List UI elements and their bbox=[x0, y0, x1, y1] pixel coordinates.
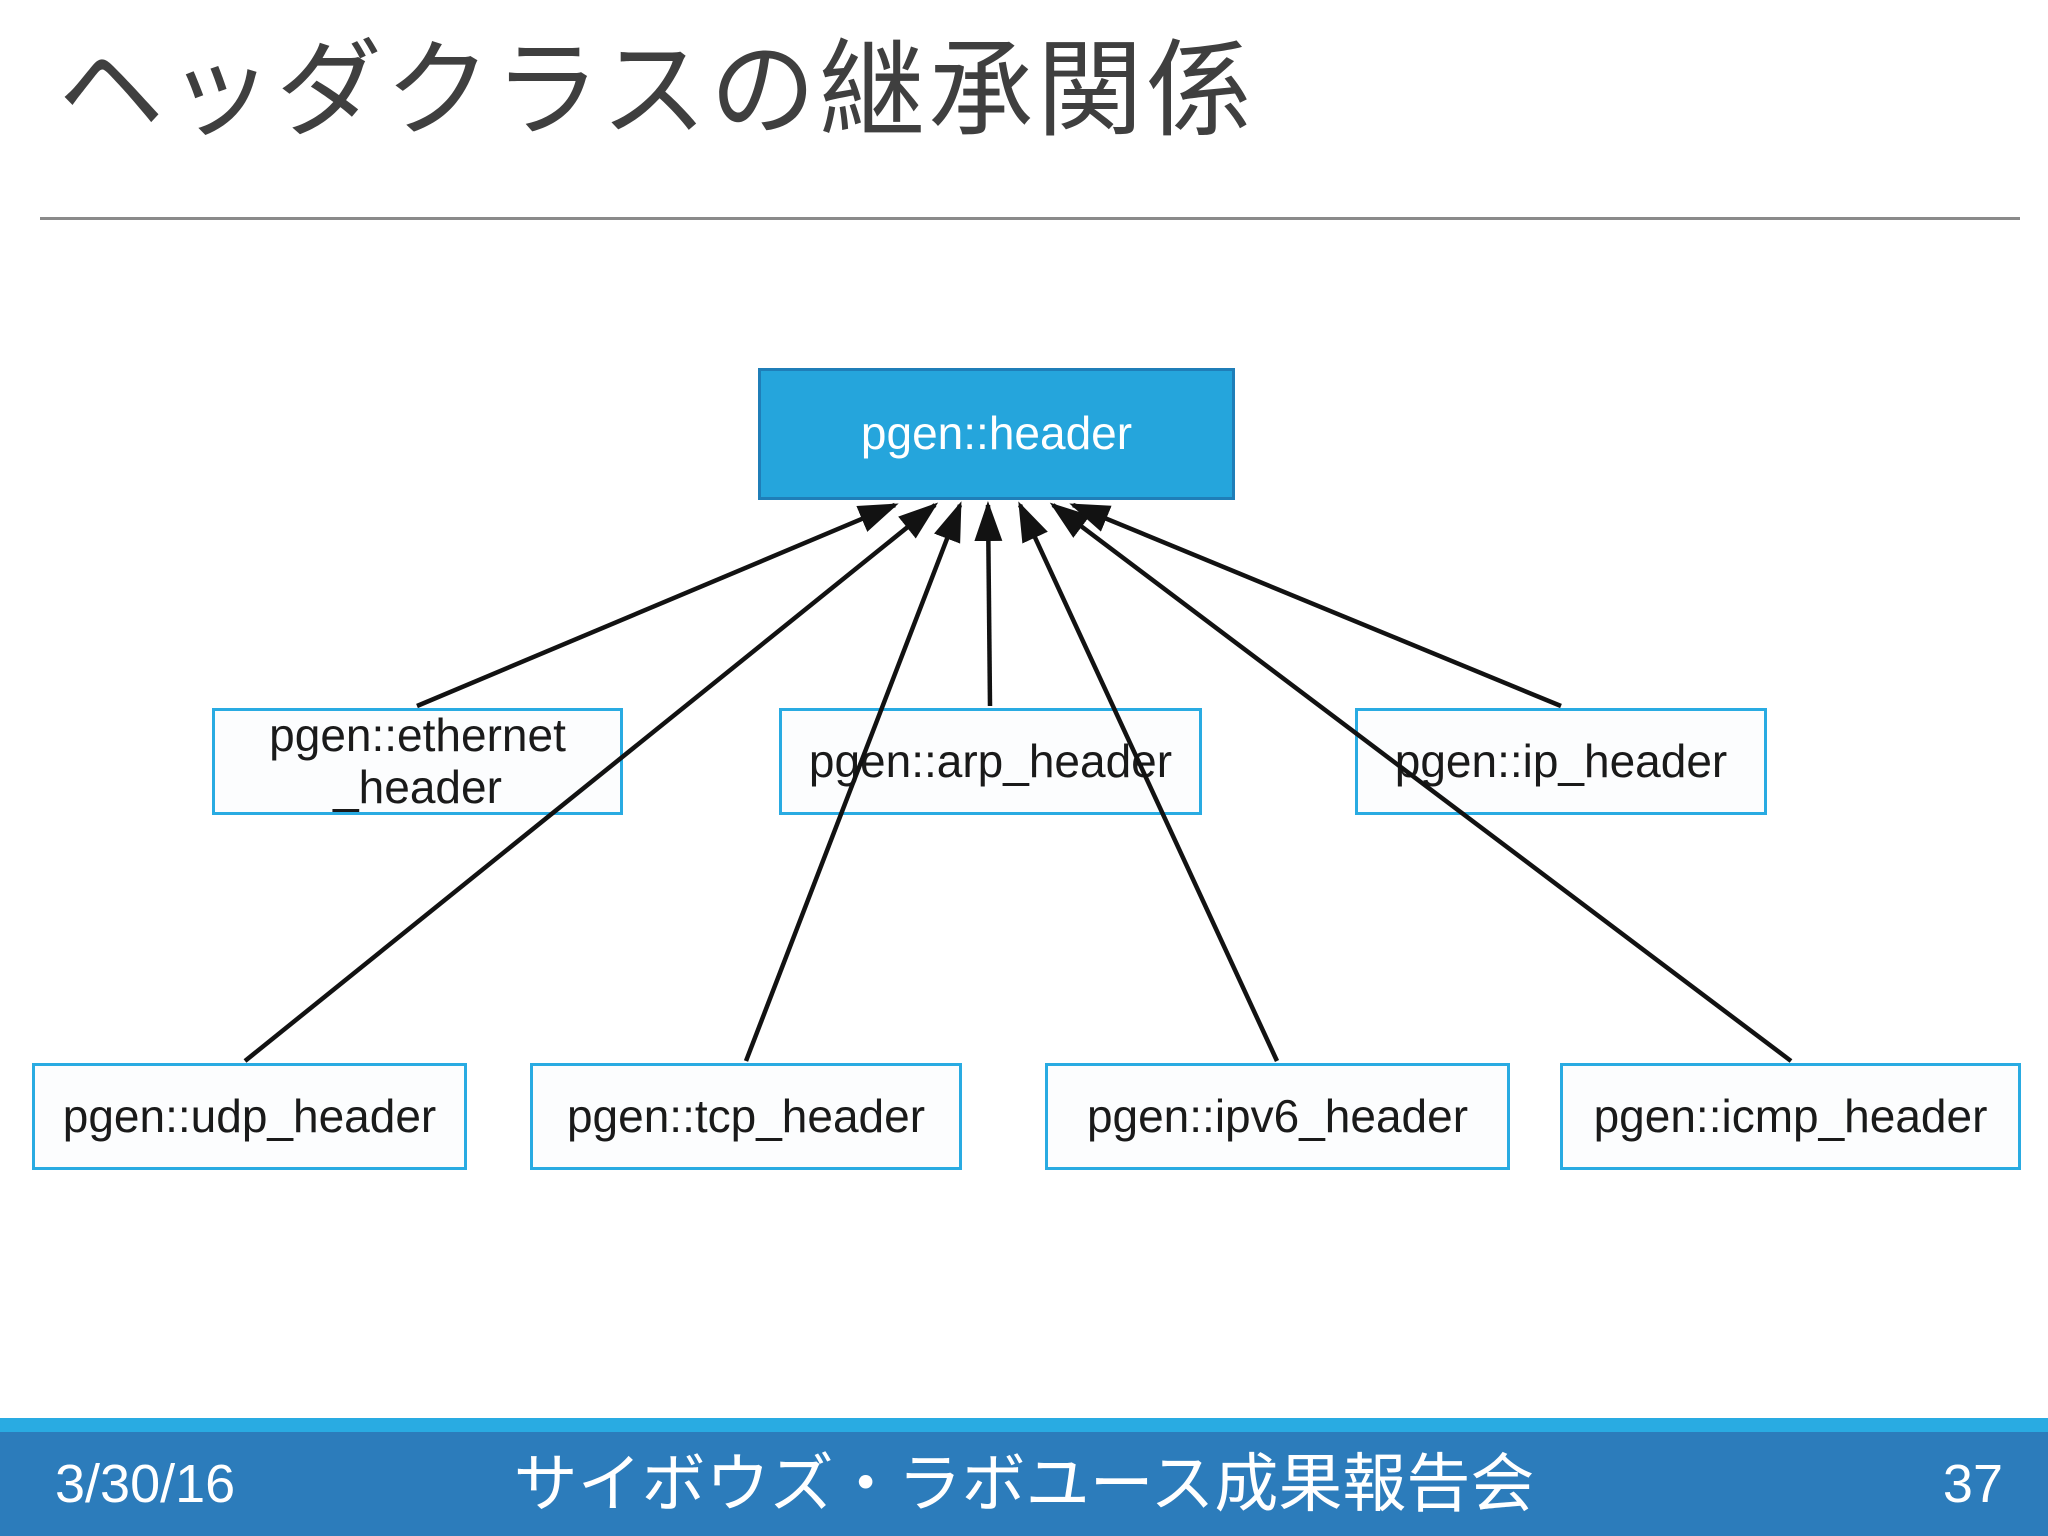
node-pgen-arp-header: pgen::arp_header bbox=[779, 708, 1202, 815]
footer-date: 3/30/16 bbox=[55, 1454, 236, 1514]
node-pgen-udp-header: pgen::udp_header bbox=[32, 1063, 467, 1170]
title-separator bbox=[40, 217, 2020, 220]
arrow-ip-to-header bbox=[1069, 502, 1562, 709]
node-pgen-tcp-header: pgen::tcp_header bbox=[530, 1063, 962, 1170]
footer-event-title: サイボウズ・ラボユース成果報告会 bbox=[513, 1448, 1535, 1520]
arrow-arp-to-header bbox=[974, 501, 1003, 707]
node-pgen-header: pgen::header bbox=[758, 368, 1235, 500]
footer-page-number: 37 bbox=[1942, 1454, 2003, 1514]
node-pgen-ipv6-header: pgen::ipv6_header bbox=[1045, 1063, 1510, 1170]
page-title: ヘッダクラスの継承関係 bbox=[58, 32, 1255, 150]
node-pgen-ip-header: pgen::ip_header bbox=[1355, 708, 1767, 815]
arrow-ethernet-to-header bbox=[416, 502, 899, 709]
node-pgen-ethernet-header: pgen::ethernet _header bbox=[212, 708, 623, 815]
footer-bar: 3/30/16 サイボウズ・ラボユース成果報告会 37 bbox=[0, 1418, 2048, 1536]
node-pgen-icmp-header: pgen::icmp_header bbox=[1560, 1063, 2021, 1170]
